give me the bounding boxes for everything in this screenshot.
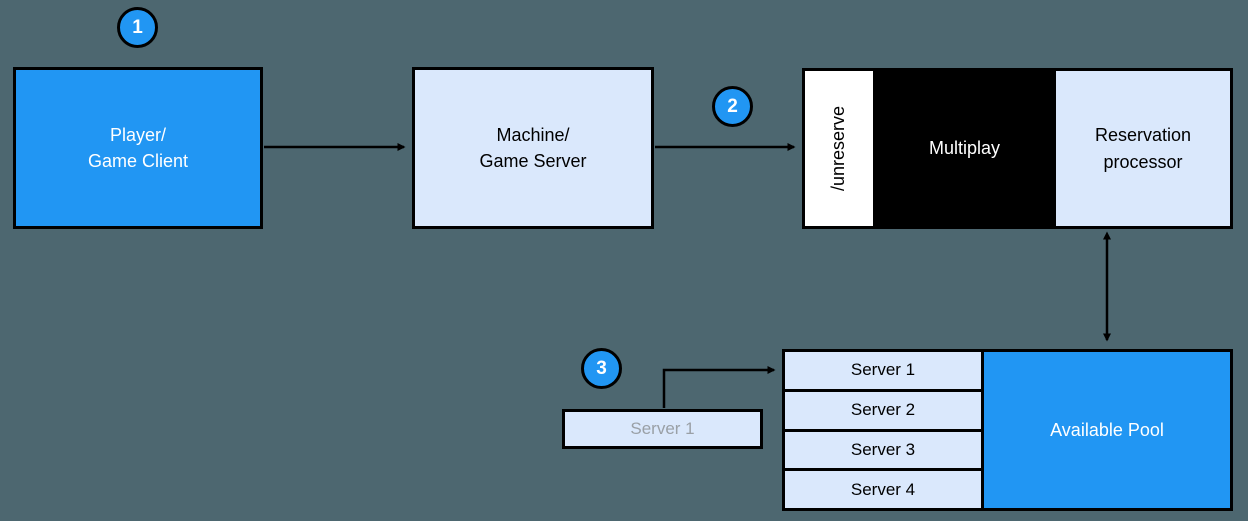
step-badge-3: 3 — [581, 348, 622, 389]
incoming-server-node: Server 1 — [562, 409, 763, 449]
machine-game-server-node: Machine/ Game Server — [412, 67, 654, 229]
pool-server-row: Server 1 — [785, 352, 981, 392]
pool-server-row: Server 4 — [785, 471, 981, 508]
pool-server-list: Server 1 Server 2 Server 3 Server 4 — [785, 352, 984, 508]
multiplay-pipeline-node: /unreserve Multiplay Reservation process… — [802, 68, 1233, 229]
unreserve-endpoint-cell: /unreserve — [805, 71, 873, 226]
available-pool-label: Available Pool — [984, 352, 1230, 508]
unreserve-label: /unreserve — [828, 105, 849, 192]
player-game-client-node: Player/ Game Client — [13, 67, 263, 229]
multiplay-cell: Multiplay — [873, 71, 1056, 226]
reservation-processor-cell: Reservation processor — [1056, 71, 1230, 226]
step-badge-2: 2 — [712, 86, 753, 127]
arrow-ghost-to-server1 — [662, 366, 776, 408]
available-pool-node: Server 1 Server 2 Server 3 Server 4 Avai… — [782, 349, 1233, 511]
pool-server-row: Server 2 — [785, 391, 981, 432]
pool-server-row: Server 3 — [785, 431, 981, 472]
step-badge-1: 1 — [117, 7, 158, 48]
